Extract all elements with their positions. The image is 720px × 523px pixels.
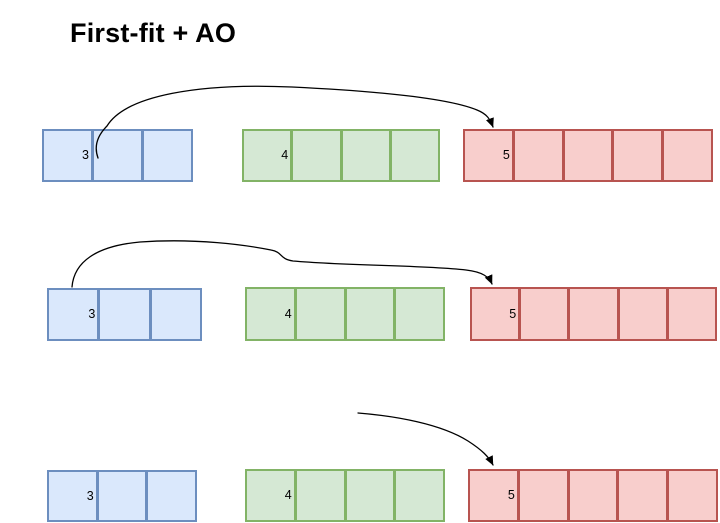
block-cell [144, 131, 191, 180]
block-size-label: 5 [509, 306, 517, 321]
block-cell [297, 289, 347, 339]
block-cell [521, 289, 571, 339]
block-red-row-1: 5 [463, 129, 713, 182]
block-cell: 5 [472, 289, 522, 339]
block-red-row-2: 5 [470, 287, 717, 341]
block-cell [152, 290, 200, 339]
block-cell [664, 131, 711, 180]
block-cell: 3 [49, 290, 101, 339]
block-size-label: 4 [284, 488, 292, 503]
diagram-title: First-fit + AO [70, 18, 237, 48]
block-cell [396, 289, 443, 339]
block-size-label: 5 [507, 488, 515, 503]
block-cell: 4 [247, 289, 297, 339]
block-cell [520, 471, 570, 520]
block-cell [570, 471, 620, 520]
block-cell [148, 472, 195, 520]
block-green-row-1: 4 [242, 129, 440, 182]
block-cell [565, 131, 615, 180]
block-green-row-2: 4 [245, 287, 445, 341]
block-cell [347, 471, 397, 520]
block-size-label: 4 [284, 306, 292, 321]
block-size-label: 5 [502, 148, 510, 163]
block-cell: 3 [44, 131, 94, 180]
block-cell [297, 471, 347, 520]
block-cell [669, 289, 715, 339]
block-cell [396, 471, 443, 520]
block-red-row-3: 5 [468, 469, 718, 522]
block-cell [515, 131, 565, 180]
block-cell [347, 289, 397, 339]
block-cell [570, 289, 620, 339]
block-cell: 4 [247, 471, 297, 520]
block-cell [100, 290, 152, 339]
block-cell: 3 [49, 472, 99, 520]
block-cell: 5 [465, 131, 515, 180]
block-size-label: 4 [281, 148, 289, 163]
block-cell [94, 131, 144, 180]
block-size-label: 3 [86, 488, 94, 503]
block-blue-row-2: 3 [47, 288, 202, 341]
block-cell: 4 [244, 131, 294, 180]
block-cell [343, 131, 392, 180]
block-cell: 5 [470, 471, 520, 520]
block-size-label: 3 [82, 148, 89, 163]
block-cell [620, 289, 669, 339]
block-size-label: 3 [88, 307, 96, 322]
block-cell [669, 471, 716, 520]
block-cell [614, 131, 665, 180]
block-green-row-3: 4 [245, 469, 445, 522]
block-cell [392, 131, 438, 180]
block-blue-row-1: 3 [42, 129, 193, 182]
block-blue-row-3: 3 [47, 470, 197, 522]
block-cell [293, 131, 343, 180]
block-cell [99, 472, 149, 520]
block-cell [619, 471, 670, 520]
